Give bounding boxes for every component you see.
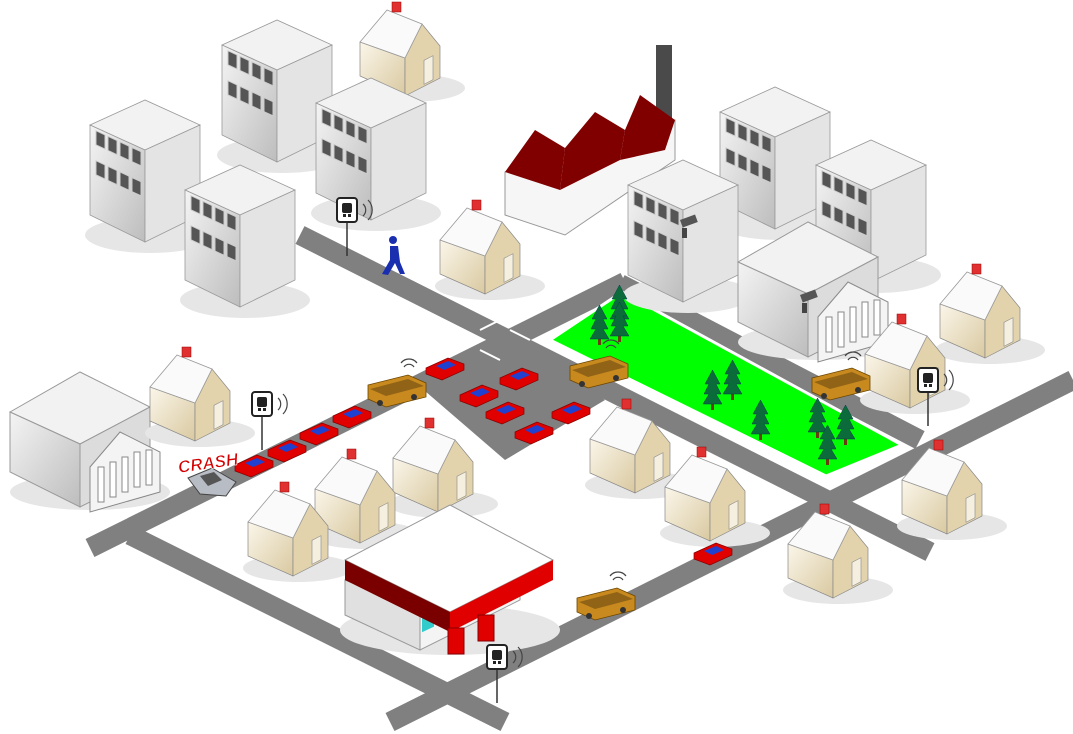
- crosswalk: [479, 319, 531, 361]
- crashed-car-icon: [187, 467, 237, 497]
- bus-stop-sign: [251, 391, 289, 451]
- office-building: [179, 164, 311, 319]
- office-building: [622, 159, 754, 314]
- bus-icon: [367, 358, 427, 408]
- bank-building: [9, 371, 171, 513]
- office-building: [310, 77, 442, 232]
- parking-lot: [418, 335, 605, 460]
- house: [144, 346, 256, 448]
- house: [934, 263, 1046, 365]
- factory: [504, 45, 676, 236]
- pedestrian-icon: [382, 236, 405, 275]
- gas-station: [340, 504, 560, 655]
